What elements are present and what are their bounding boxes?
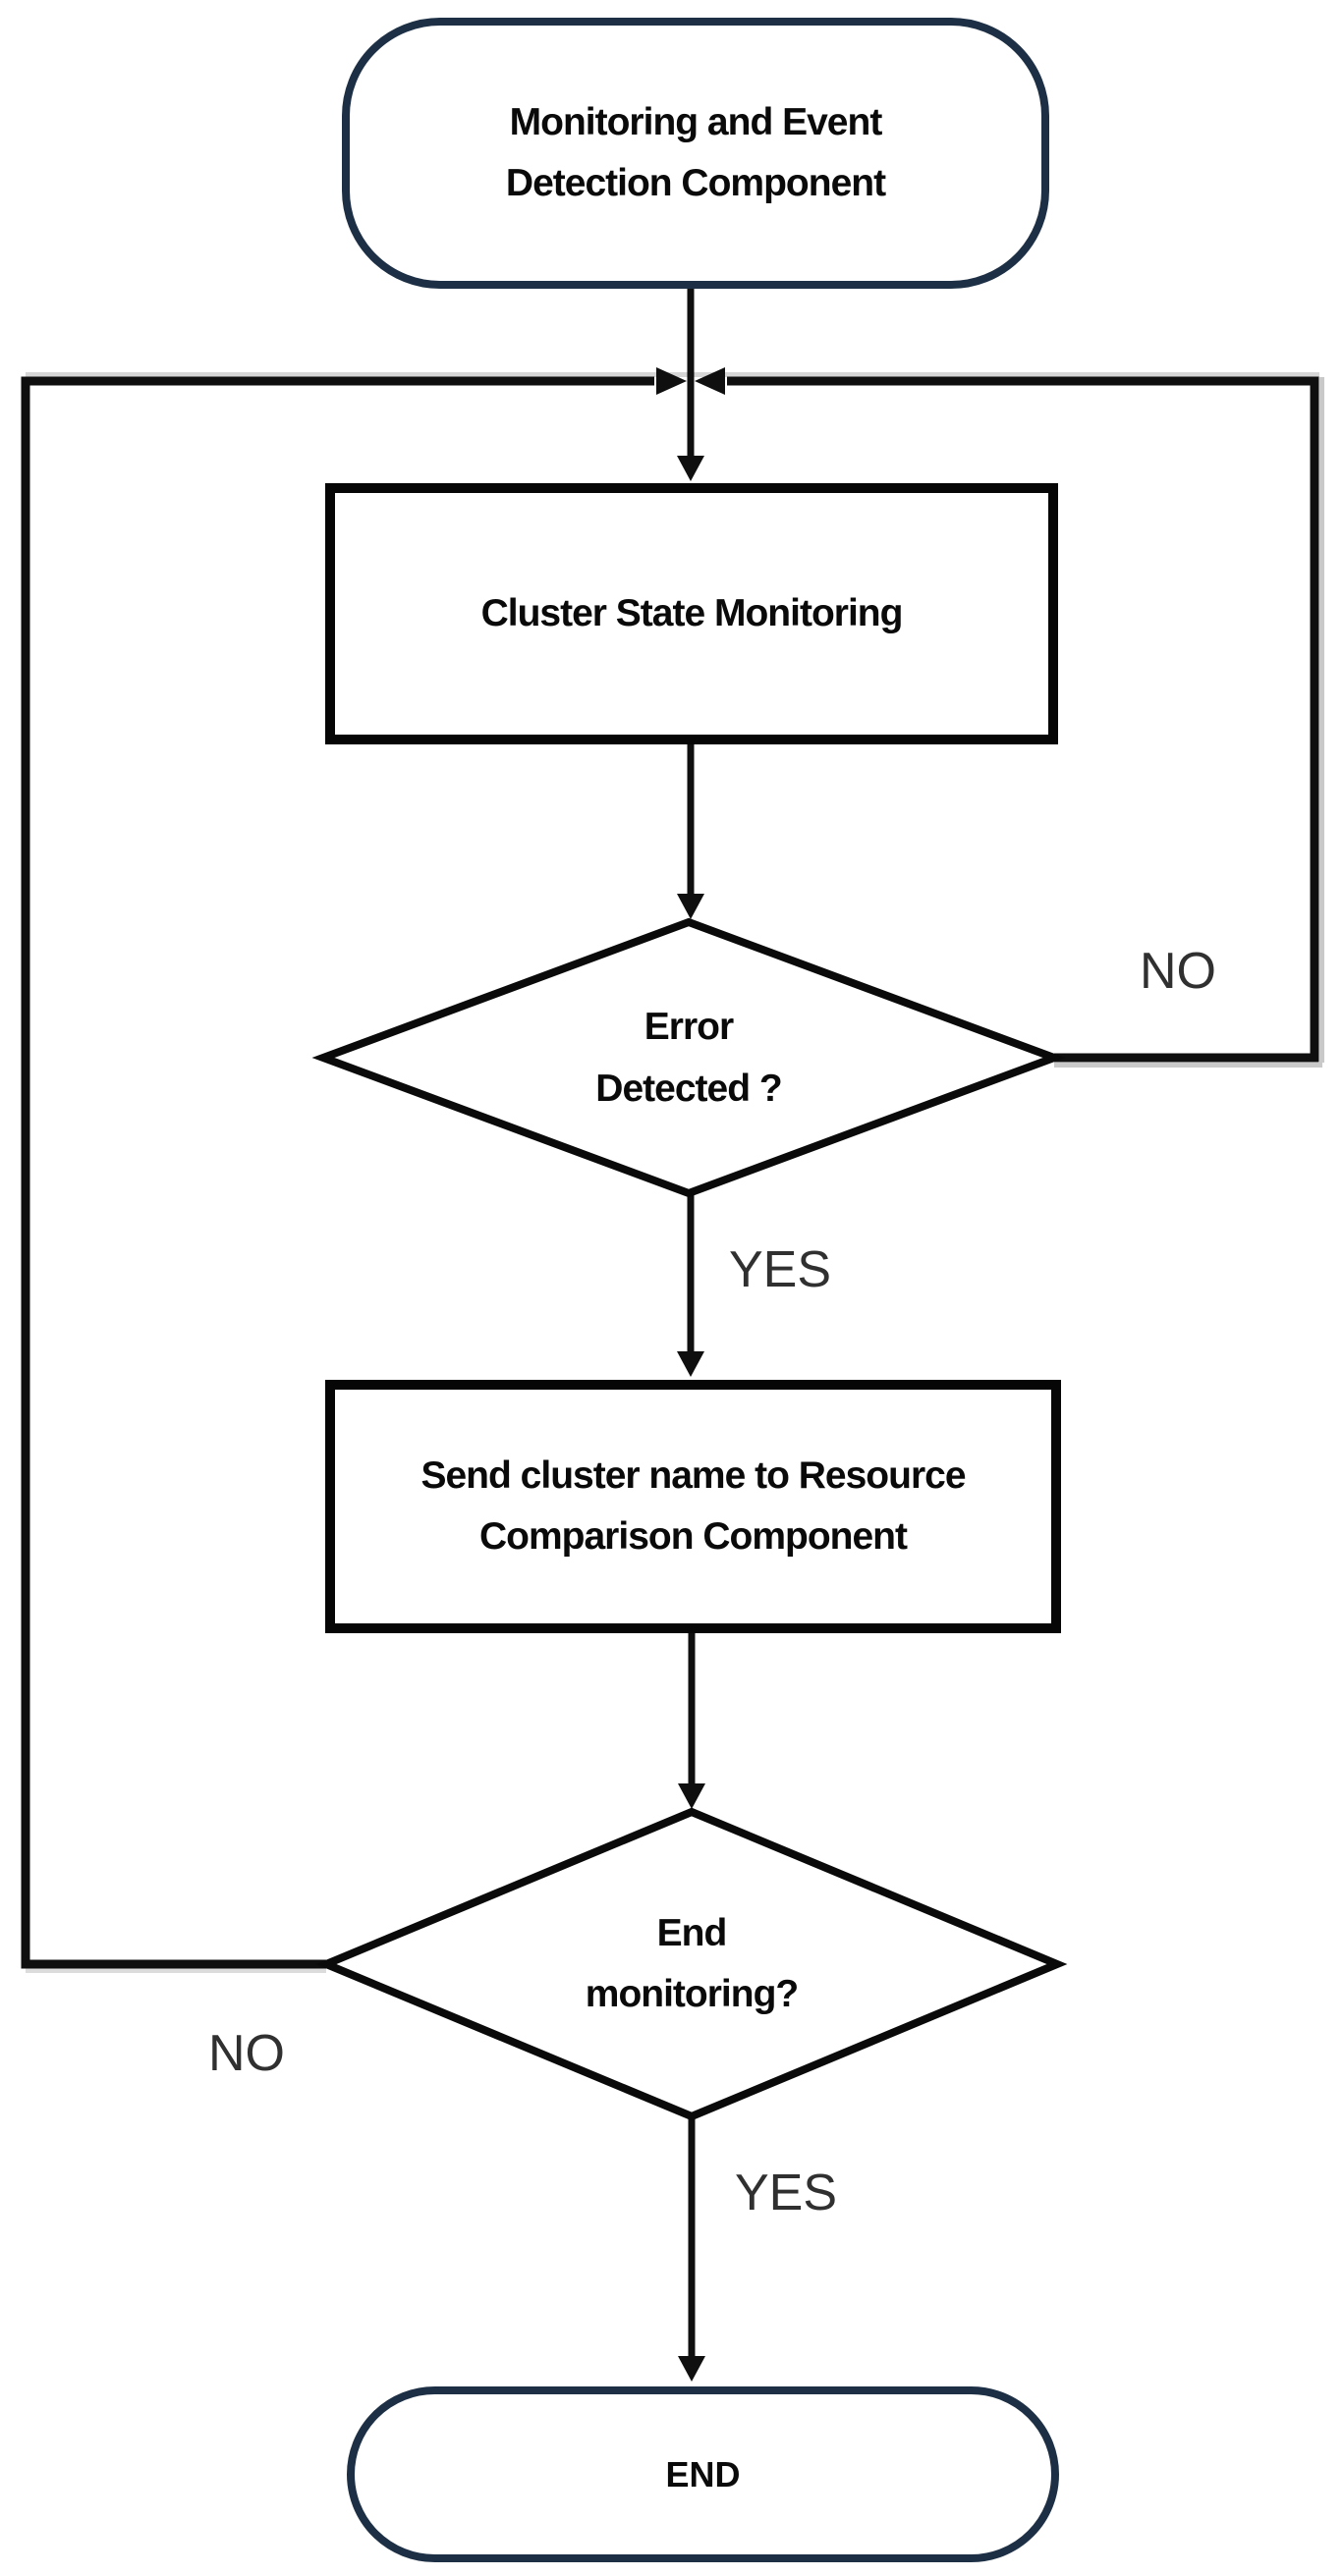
process-send-cluster-name: Send cluster name to Resource Comparison… — [325, 1380, 1061, 1633]
arrowhead-into-process1-icon — [677, 456, 704, 481]
start-terminator-label: Monitoring and Event Detection Component — [505, 100, 886, 204]
decision-end-monitoring-label: End monitoring? — [585, 1911, 799, 2015]
end-terminator-label: END — [665, 2453, 741, 2494]
decision-end-monitoring: End monitoring? — [446, 1881, 937, 2048]
shadow-right-vertical — [1319, 377, 1324, 1063]
label-error-detected-yes: YES — [729, 1241, 832, 1298]
decision-error-detected: Error Detected ? — [443, 972, 934, 1144]
label-error-detected-no: NO — [1140, 943, 1216, 1000]
arrowhead-merge-right-icon — [695, 367, 725, 395]
process-cluster-state-monitoring: Cluster State Monitoring — [325, 483, 1058, 744]
label-end-monitoring-no: NO — [208, 2025, 285, 2082]
start-terminator: Monitoring and Event Detection Component — [342, 18, 1049, 289]
arrowhead-into-decision2-icon — [678, 1783, 705, 1809]
arrowhead-into-end-icon — [678, 2356, 705, 2382]
arrowhead-merge-left-icon — [656, 367, 687, 395]
process-send-cluster-name-label: Send cluster name to Resource Comparison… — [420, 1453, 966, 1558]
arrowhead-into-process2-icon — [677, 1351, 704, 1377]
arrowhead-into-decision1-icon — [677, 894, 704, 919]
end-terminator: END — [347, 2386, 1059, 2562]
shadow-right-bottom — [1054, 1063, 1322, 1068]
connector-right-no-loop — [727, 376, 1319, 1063]
label-end-monitoring-yes: YES — [735, 2165, 838, 2221]
shadow-left-bottom — [26, 1968, 326, 1973]
decision-error-detected-shape — [311, 917, 1066, 1198]
decision-end-monitoring-shape — [315, 1807, 1068, 2121]
decision-error-detected-label: Error Detected ? — [595, 1006, 782, 1110]
connector-left-no-loop — [21, 376, 654, 1969]
process-cluster-state-monitoring-label: Cluster State Monitoring — [480, 591, 904, 634]
